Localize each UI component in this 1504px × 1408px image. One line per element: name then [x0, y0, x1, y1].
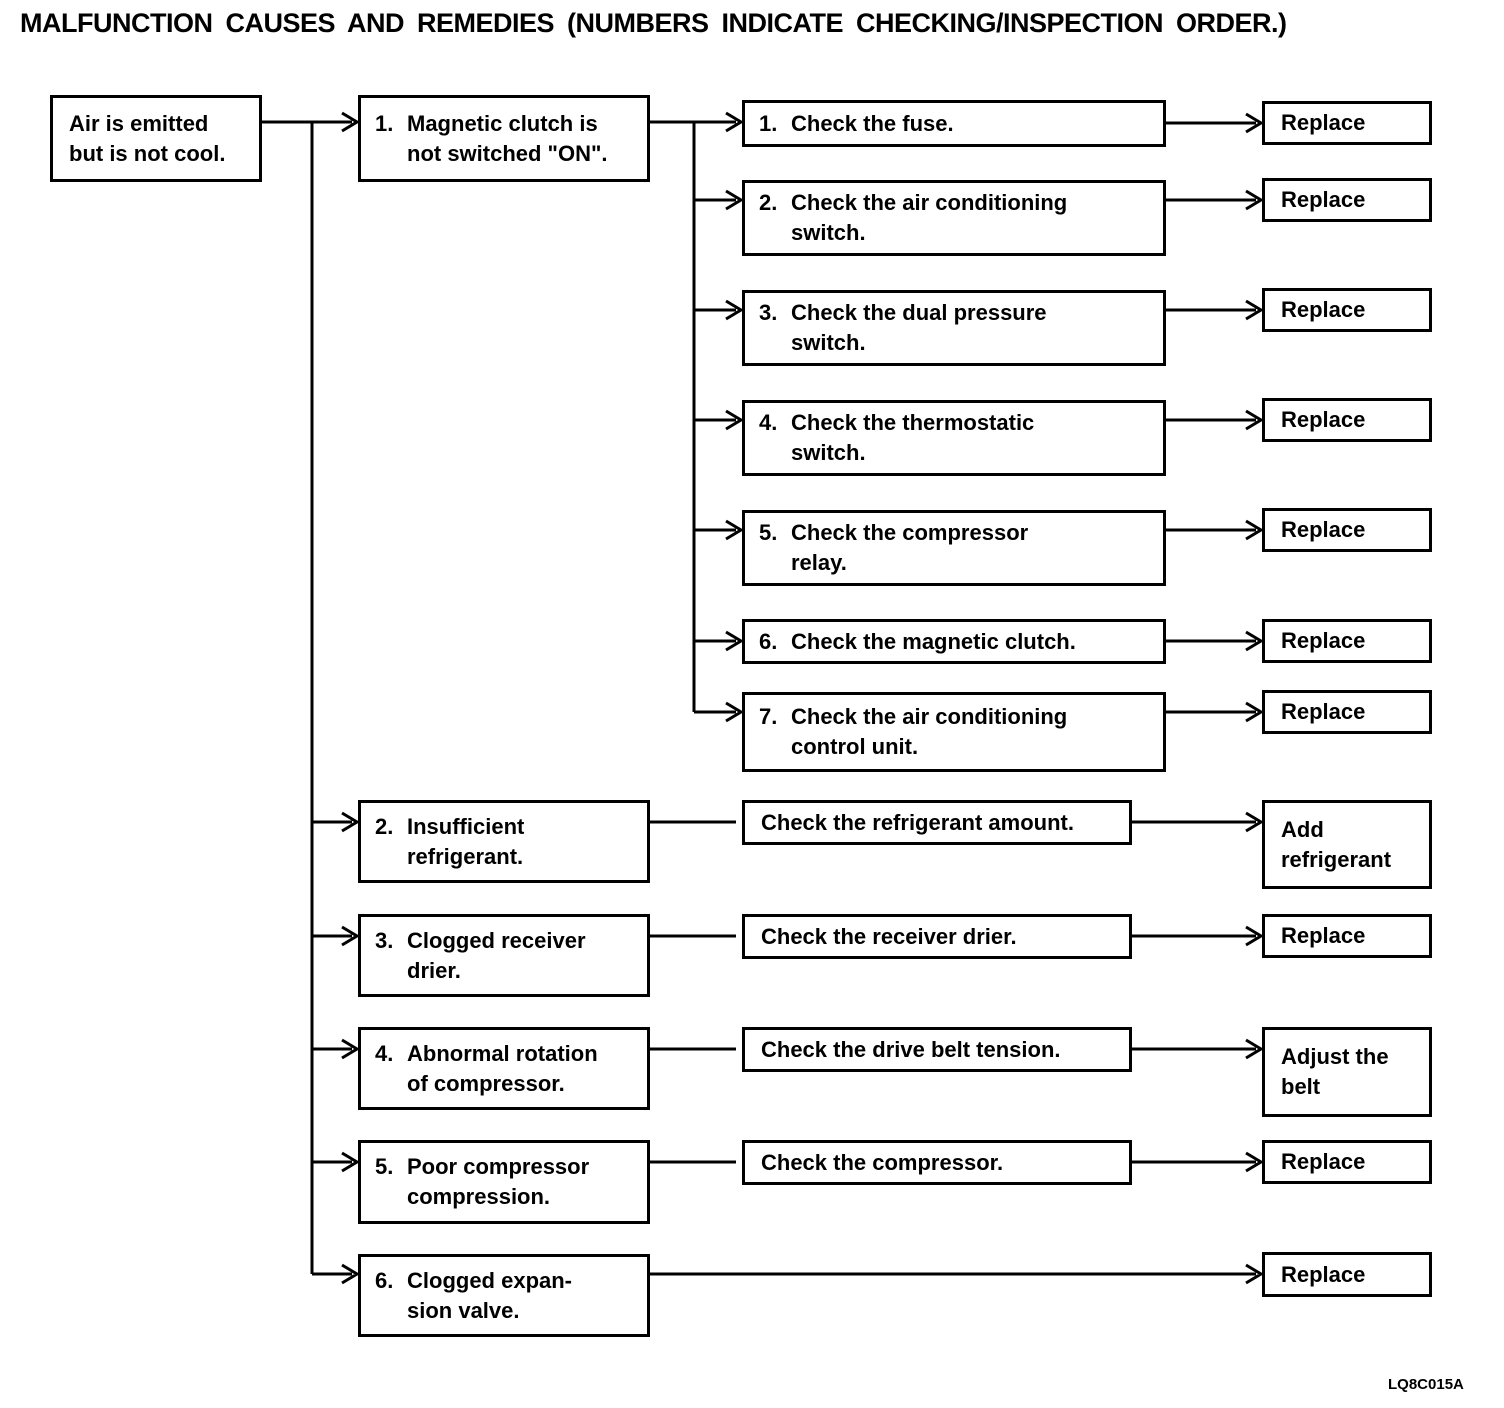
cause-number: 1. [375, 110, 394, 136]
remedy-box-1-6: Replace [1262, 619, 1432, 663]
remedy-label: Replace [1281, 699, 1366, 724]
check-label: Check the air conditioning control unit. [791, 704, 1068, 759]
check-number: 7. [759, 704, 778, 729]
remedy-label: Replace [1281, 407, 1366, 432]
check-label: Check the fuse. [791, 110, 954, 136]
cause-label: Poor compressor compression. [407, 1154, 590, 1209]
cause-number: 6. [375, 1267, 394, 1293]
connector-line-path [262, 120, 1256, 1276]
check-box-1-3: 3. Check the dual pressure switch. [742, 290, 1166, 366]
remedy-box-1-4: Replace [1262, 398, 1432, 442]
check-label: Check the refrigerant amount. [761, 809, 1074, 835]
check-box-5: Check the compressor. [742, 1140, 1132, 1185]
check-number: 2. [759, 190, 778, 215]
cause-box-2: 2. Insufficient refrigerant. [358, 800, 650, 883]
remedy-label: Add refrigerant [1281, 816, 1392, 872]
remedy-box-3: Replace [1262, 914, 1432, 958]
cause-box-3: 3. Clogged receiver drier. [358, 914, 650, 997]
check-number: 4. [759, 410, 778, 435]
cause-label: Insufficient refrigerant. [407, 813, 525, 869]
check-label: Check the air conditioning switch. [791, 190, 1068, 245]
cause-box-1: 1. Magnetic clutch is not switched "ON". [358, 95, 650, 182]
remedy-box-1-1: Replace [1262, 101, 1432, 145]
check-label: Check the compressor relay. [791, 520, 1029, 575]
remedy-label: Replace [1281, 187, 1366, 212]
remedy-label: Replace [1281, 297, 1366, 322]
cause-label: Magnetic clutch is not switched "ON". [407, 110, 608, 166]
check-number: 1. [759, 110, 778, 136]
check-number: 6. [759, 628, 778, 654]
remedy-box-2: Add refrigerant [1262, 800, 1432, 889]
cause-label: Abnormal rotation of compressor. [407, 1040, 598, 1096]
remedy-label: Replace [1281, 628, 1366, 653]
check-label: Check the drive belt tension. [761, 1036, 1061, 1062]
check-box-1-5: 5. Check the compressor relay. [742, 510, 1166, 586]
check-label: Check the dual pressure switch. [791, 300, 1047, 355]
remedy-box-5: Replace [1262, 1140, 1432, 1184]
remedy-box-1-7: Replace [1262, 690, 1432, 734]
cause-number: 2. [375, 813, 394, 839]
check-box-1-7: 7. Check the air conditioning control un… [742, 692, 1166, 772]
remedy-box-6: Replace [1262, 1252, 1432, 1297]
cause-number: 4. [375, 1040, 394, 1066]
page-title: MALFUNCTION CAUSES AND REMEDIES (NUMBERS… [20, 8, 1287, 38]
figure-code: LQ8C015A [1388, 1376, 1464, 1393]
cause-number: 3. [375, 927, 394, 953]
check-box-3: Check the receiver drier. [742, 914, 1132, 959]
check-label: Check the receiver drier. [761, 923, 1017, 949]
check-label: Check the thermostatic switch. [791, 410, 1035, 465]
remedy-label: Replace [1281, 517, 1366, 542]
symptom-label: Air is emitted but is not cool. [69, 110, 226, 166]
check-label: Check the magnetic clutch. [791, 628, 1076, 654]
cause-box-4: 4. Abnormal rotation of compressor. [358, 1027, 650, 1110]
symptom-box: Air is emitted but is not cool. [50, 95, 262, 182]
check-number: 5. [759, 520, 778, 545]
cause-box-6: 6. Clogged expan- sion valve. [358, 1254, 650, 1337]
remedy-label: Replace [1281, 1261, 1366, 1287]
check-box-2: Check the refrigerant amount. [742, 800, 1132, 845]
cause-label: Clogged expan- sion valve. [407, 1267, 573, 1323]
remedy-label: Adjust the belt [1281, 1044, 1389, 1099]
remedy-box-4: Adjust the belt [1262, 1027, 1432, 1117]
arrow-heads-path [341, 111, 1264, 1285]
remedy-label: Replace [1281, 1149, 1366, 1174]
check-box-1-1: 1. Check the fuse. [742, 100, 1166, 147]
remedy-box-1-5: Replace [1262, 508, 1432, 552]
remedy-box-1-3: Replace [1262, 288, 1432, 332]
check-box-1-6: 6. Check the magnetic clutch. [742, 619, 1166, 664]
remedy-label: Replace [1281, 110, 1366, 135]
remedy-label: Replace [1281, 923, 1366, 948]
remedy-box-1-2: Replace [1262, 178, 1432, 222]
cause-box-5: 5. Poor compressor compression. [358, 1140, 650, 1224]
check-box-1-2: 2. Check the air conditioning switch. [742, 180, 1166, 256]
check-box-4: Check the drive belt tension. [742, 1027, 1132, 1072]
check-label: Check the compressor. [761, 1149, 1004, 1175]
cause-label: Clogged receiver drier. [407, 927, 586, 983]
check-number: 3. [759, 300, 778, 325]
cause-number: 5. [375, 1154, 394, 1179]
check-box-1-4: 4. Check the thermostatic switch. [742, 400, 1166, 476]
